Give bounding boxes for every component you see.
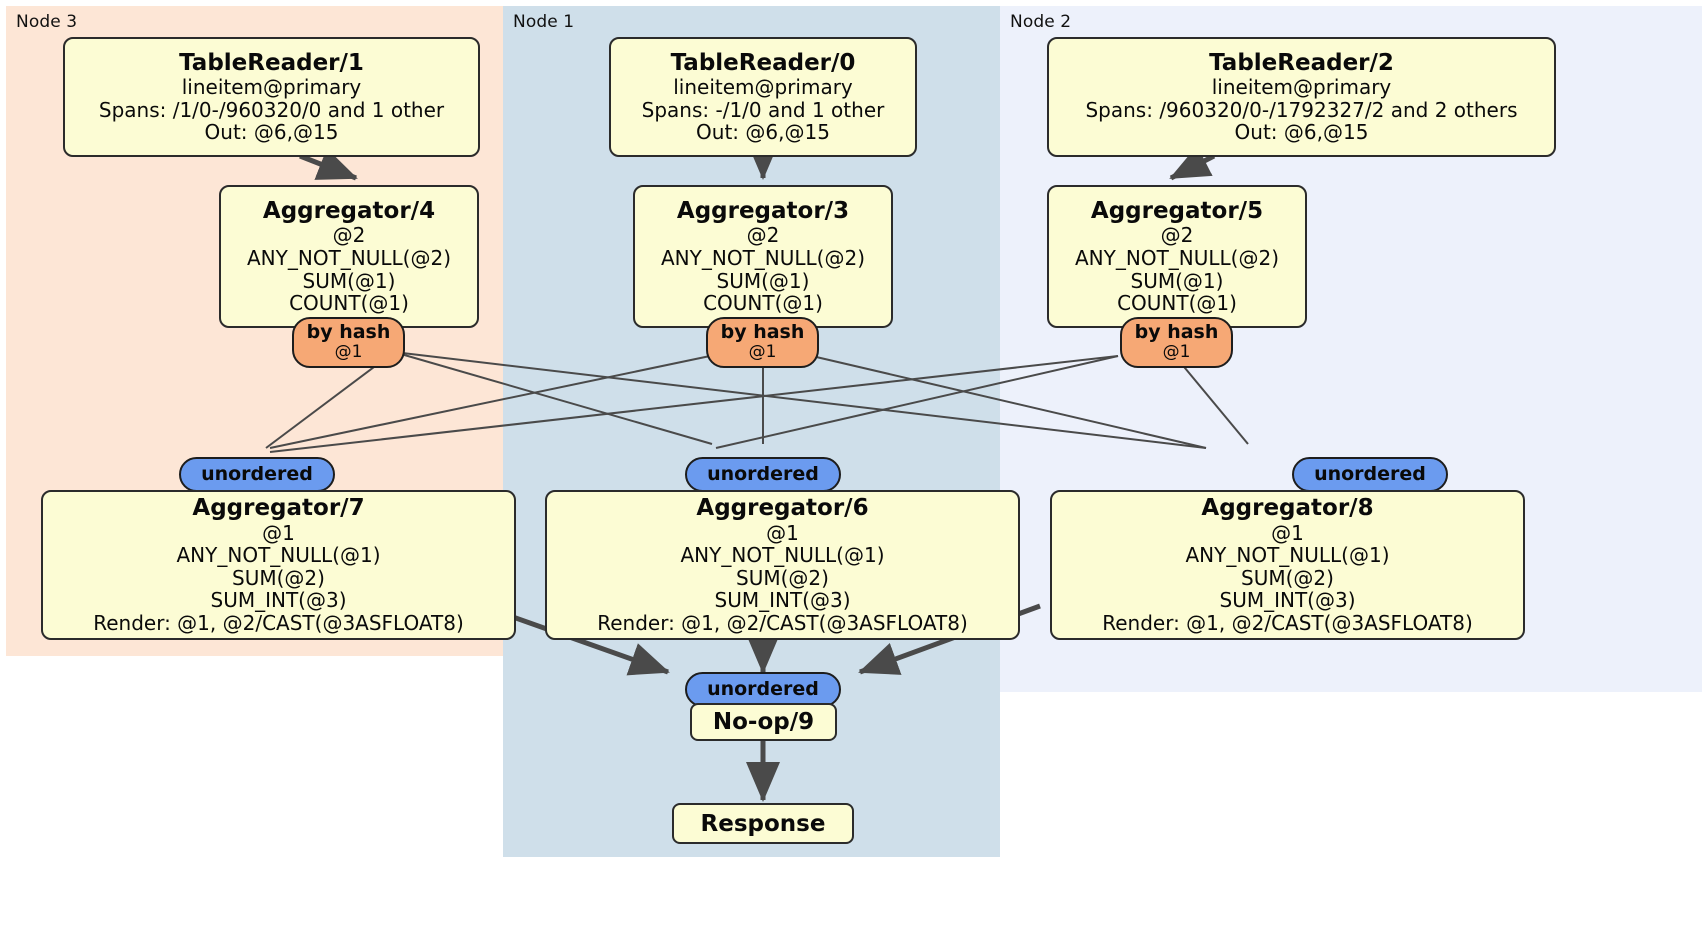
processor-title: Aggregator/8 [1201,495,1374,522]
router-by-hash-right[interactable]: by hash @1 [1120,317,1233,368]
edge-tr1-agg4 [299,148,358,181]
synchronizer-unordered-mid[interactable]: unordered [685,457,841,492]
processor-line: Out: @6,@15 [696,120,830,145]
synchronizer-unordered-final[interactable]: unordered [685,672,841,707]
processor-title: TableReader/2 [1209,50,1394,76]
router-by-hash-left[interactable]: by hash @1 [292,317,405,368]
processor-line: SUM_INT(@3) [1219,588,1356,613]
processor-line: ANY_NOT_NULL(@1) [680,543,885,568]
router-sublabel: @1 [334,342,363,363]
panel-node3-label: Node 3 [16,12,78,32]
processor-title: Aggregator/7 [192,495,365,522]
processor-line: COUNT(@1) [1117,291,1237,316]
router-sublabel: @1 [1162,342,1191,363]
edge-hashM-unordL [269,355,711,449]
processor-line: Out: @6,@15 [204,120,339,145]
processor-line: Render: @1, @2/CAST(@3ASFLOAT8) [597,611,968,635]
processor-line: @2 [746,223,780,248]
processor-tablereader-0[interactable]: TableReader/0 lineitem@primary Spans: -/… [609,37,917,157]
processor-no-op-9[interactable]: No-op/9 [690,703,837,741]
processor-line: @2 [332,223,366,248]
processor-aggregator-8[interactable]: Aggregator/8 @1 ANY_NOT_NULL(@1) SUM(@2)… [1050,490,1525,640]
edge-tr2-agg5 [1169,145,1216,181]
processor-title: TableReader/0 [670,50,856,76]
processor-line: Render: @1, @2/CAST(@3ASFLOAT8) [93,611,464,635]
processor-line: Spans: /960320/0-/1792327/2 and 2 others [1085,97,1518,122]
processor-line: @2 [1160,223,1194,248]
synchronizer-label: unordered [1314,463,1426,485]
processor-line: lineitem@primary [1211,75,1392,100]
panel-node2-label: Node 2 [1010,12,1072,32]
edge-hashR-unordM [715,355,1119,449]
processor-aggregator-3[interactable]: Aggregator/3 @2 ANY_NOT_NULL(@2) SUM(@1)… [633,185,893,328]
processor-response[interactable]: Response [672,803,854,844]
synchronizer-unordered-right[interactable]: unordered [1292,457,1448,492]
processor-tablereader-1[interactable]: TableReader/1 lineitem@primary Spans: /1… [63,37,480,157]
processor-line: ANY_NOT_NULL(@2) [1075,246,1279,271]
processor-line: COUNT(@1) [289,291,409,316]
processor-line: @1 [262,520,295,545]
processor-title: Aggregator/5 [1090,198,1264,225]
processor-line: Out: @6,@15 [1234,120,1369,145]
processor-line: Render: @1, @2/CAST(@3ASFLOAT8) [1102,611,1473,635]
router-label: by hash [720,321,805,344]
synchronizer-unordered-left[interactable]: unordered [179,457,335,492]
processor-line: Spans: /1/0-/960320/0 and 1 other [98,97,445,122]
processor-line: SUM(@1) [1130,268,1224,293]
panel-node1-label: Node 1 [513,12,575,32]
processor-title: No-op/9 [712,709,815,735]
processor-line: SUM_INT(@3) [210,588,347,613]
processor-aggregator-6[interactable]: Aggregator/6 @1 ANY_NOT_NULL(@1) SUM(@2)… [545,490,1020,640]
processor-line: SUM(@1) [716,268,810,293]
processor-title: Aggregator/3 [676,198,850,225]
processor-line: SUM(@1) [302,268,396,293]
processor-line: ANY_NOT_NULL(@1) [176,543,381,568]
processor-title: TableReader/1 [179,50,364,76]
router-label: by hash [1134,321,1219,344]
processor-line: @1 [766,520,799,545]
edge-hashR-unordR [1179,361,1249,445]
router-by-hash-mid[interactable]: by hash @1 [706,317,819,368]
edge-hashL-unordL [265,351,395,449]
processor-line: Spans: -/1/0 and 1 other [641,97,885,122]
processor-line: ANY_NOT_NULL(@2) [661,246,865,271]
processor-line: ANY_NOT_NULL(@2) [247,246,451,271]
edge-hashR-unordL [269,355,1119,453]
processor-line: SUM(@2) [232,565,325,590]
router-label: by hash [306,321,391,344]
router-sublabel: @1 [748,342,777,363]
processor-aggregator-7[interactable]: Aggregator/7 @1 ANY_NOT_NULL(@1) SUM(@2)… [41,490,516,640]
edge-hashL-unordR [393,351,1207,449]
processor-line: ANY_NOT_NULL(@1) [1185,543,1390,568]
processor-title: Aggregator/4 [262,198,436,225]
synchronizer-label: unordered [201,463,313,485]
processor-line: COUNT(@1) [703,291,823,316]
synchronizer-label: unordered [707,678,819,700]
processor-aggregator-4[interactable]: Aggregator/4 @2 ANY_NOT_NULL(@2) SUM(@1)… [219,185,479,328]
processor-line: lineitem@primary [181,75,362,100]
processor-tablereader-2[interactable]: TableReader/2 lineitem@primary Spans: /9… [1047,37,1556,157]
processor-line: SUM(@2) [736,565,829,590]
processor-line: SUM(@2) [1241,565,1334,590]
processor-line: SUM_INT(@3) [714,588,851,613]
edge-hashL-unordM [393,351,713,445]
processor-title: Aggregator/6 [696,495,869,522]
processor-line: lineitem@primary [673,75,853,100]
edge-hashM-unordR [811,355,1207,449]
processor-title: Response [700,810,826,837]
synchronizer-label: unordered [707,463,819,485]
processor-aggregator-5[interactable]: Aggregator/5 @2 ANY_NOT_NULL(@2) SUM(@1)… [1047,185,1307,328]
processor-line: @1 [1271,520,1304,545]
